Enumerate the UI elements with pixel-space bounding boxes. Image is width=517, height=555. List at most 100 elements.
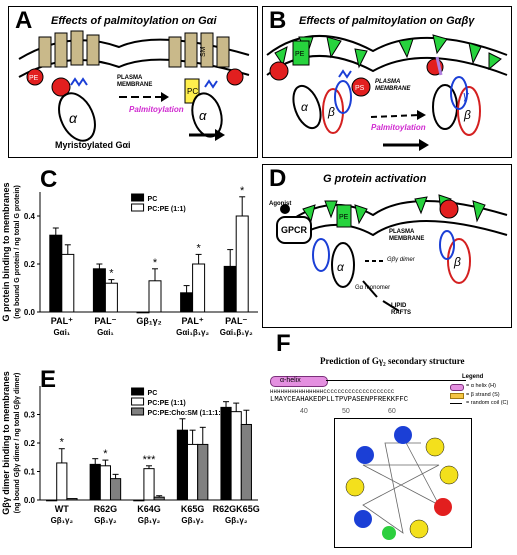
panel-b-diagram: PE PS α β β γ	[266, 34, 508, 151]
bar	[89, 463, 101, 501]
category-label-sub: Gβ₁γ₂	[138, 516, 161, 525]
legend-label: PC:PE (1:1)	[148, 206, 186, 213]
legend-title: Legend	[462, 374, 484, 380]
category-label-sub: Gβ₁γ₂	[225, 516, 248, 525]
significance-mark: ***	[143, 454, 157, 466]
panel-e-letter: E	[40, 366, 57, 393]
category-label-sub: Gαi₁	[97, 328, 114, 337]
significance-mark: *	[153, 257, 158, 269]
panel-f: F Prediction of Gγ₂ secondary structure …	[266, 332, 514, 550]
bar	[230, 411, 242, 501]
gamma-b: γ	[463, 90, 470, 102]
panel-a-title: Effects of palmitoylation on Gαi	[51, 15, 217, 27]
legend-strand-swatch	[450, 393, 464, 399]
bar	[133, 499, 145, 502]
y-tick-label: 0.4	[24, 212, 36, 221]
panel-f-letter: F	[276, 330, 291, 357]
panel-d-letter: D	[269, 165, 287, 192]
chart-c: 0.00.20.4G protein binding to membranes(…	[1, 182, 258, 337]
legend-label: PC:PE:Cho:SM (1:1:1:1)	[148, 410, 227, 417]
panel-a-membrane-label: PLASMA MEMBRANE	[117, 75, 153, 88]
bar	[180, 292, 194, 313]
coil-line	[326, 380, 466, 381]
panel-b-membrane-label: PLASMA MEMBRANE	[375, 79, 411, 92]
gby-dimer-label: Gβγ dimer	[387, 257, 415, 263]
legend-swatch	[131, 193, 145, 202]
category-label: Gβ₁γ₂	[136, 316, 161, 326]
pe-label-b: PE	[295, 51, 305, 58]
legend-swatch	[131, 407, 145, 416]
bar	[104, 282, 118, 313]
category-label: PAL⁻	[94, 316, 116, 326]
panel-d-title: G protein activation	[323, 173, 427, 185]
y-tick-label: 0.2	[24, 439, 36, 448]
legend-coil-swatch	[450, 403, 462, 404]
panel-b-letter: B	[269, 7, 287, 34]
pc-label: PC	[187, 87, 198, 96]
y-tick-label: 0.3	[24, 411, 36, 420]
legend-helix-swatch	[450, 384, 464, 391]
panel-b-palmitoylation: Palmitoylation	[371, 123, 426, 132]
y-axis-label: (ng bound Gβγ dimer / ng total Gβγ dimer…	[14, 373, 21, 514]
bar	[61, 253, 75, 313]
y-axis-label: (ng bound G protein / ng total G protein…	[14, 185, 21, 319]
panel-d-membrane-label: PLASMA MEMBRANE	[389, 229, 425, 242]
bar	[197, 443, 209, 501]
legend-label: PC	[148, 196, 158, 203]
legend-swatch	[131, 387, 145, 396]
y-tick-label: 0.1	[24, 468, 36, 477]
panel-b-title: Effects of palmitoylation on Gαβγ	[299, 15, 475, 27]
bar	[143, 468, 155, 501]
y-axis-label: G protein binding to membranes	[1, 182, 11, 321]
category-label: WT	[55, 504, 69, 514]
panel-a-palmitoylation: Palmitoylation	[129, 105, 184, 114]
beta-b: β	[327, 105, 335, 119]
panel-a: PC SM PE α α A Effects of palmitoylation…	[8, 6, 258, 158]
legend-swatch	[131, 397, 145, 406]
panel-b: PE PS α β β γ B Effects of palmitoylatio…	[262, 6, 512, 158]
tick-40: 40	[300, 408, 308, 415]
significance-mark: *	[60, 437, 65, 449]
legend-coil: = random coil (C)	[466, 400, 509, 406]
bar	[109, 478, 122, 501]
bar	[153, 496, 165, 501]
bar	[220, 406, 232, 501]
sm-label: SM	[200, 46, 207, 57]
category-label-sub: Gαi₁β₁γ₂	[176, 328, 209, 337]
bar	[240, 423, 252, 501]
bar	[49, 234, 63, 313]
panel-d: PE α β D G protein activation Agonist GP…	[262, 164, 512, 328]
panel-d-diagram: PE α β	[276, 194, 508, 312]
significance-mark: *	[196, 242, 201, 254]
alpha-label-2: α	[199, 108, 207, 123]
helical-wheel-svg	[345, 426, 459, 540]
category-label: K64G	[137, 504, 161, 514]
bar	[235, 215, 249, 313]
category-label-sub: Gβ₁γ₂	[51, 516, 74, 525]
beta-b-2: β	[463, 108, 471, 122]
bar	[223, 265, 237, 313]
panel-f-title: Prediction of Gγ₂ secondary structure	[320, 356, 465, 366]
legend-label: PC	[148, 390, 158, 397]
bar	[176, 429, 189, 501]
significance-mark: *	[109, 268, 114, 280]
tick-50: 50	[342, 408, 350, 415]
bar	[136, 311, 150, 314]
category-label-sub: Gαi₁	[53, 328, 70, 337]
alpha-label: α	[69, 110, 78, 126]
galpha-monomer-label: Gα monomer	[355, 285, 391, 291]
legend-strand: = β strand (S)	[466, 392, 500, 398]
bar	[99, 465, 111, 501]
y-tick-label: 0.0	[24, 496, 36, 505]
beta-d: β	[453, 255, 461, 269]
significance-mark: *	[103, 448, 108, 460]
bar	[192, 263, 206, 313]
panel-c-letter: C	[40, 166, 58, 193]
bar	[148, 280, 162, 313]
panel-a-letter: A	[15, 7, 33, 34]
bar	[187, 443, 199, 501]
bar	[66, 498, 78, 501]
